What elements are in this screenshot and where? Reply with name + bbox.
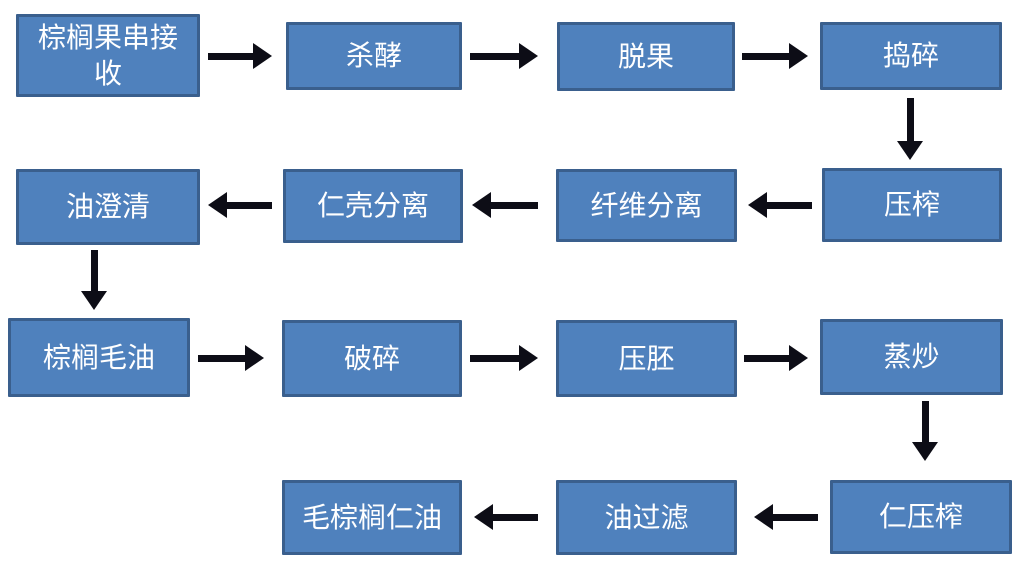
arrow-shaft [744,355,792,362]
flow-box-crude-palm-oil: 棕榈毛油 [8,318,190,397]
flow-box-oil-filtration: 油过滤 [556,480,737,555]
arrow-crude-palm-oil-to-cracking [198,345,264,371]
arrow-shaft [770,514,818,521]
arrow-head-icon [81,291,107,310]
arrow-head-icon [748,192,767,218]
arrow-sterilization-to-stripping [470,43,538,69]
arrow-head-icon [897,141,923,160]
arrow-head-icon [789,345,808,371]
flow-box-kernel-shell-separation: 仁壳分离 [283,169,463,243]
arrow-shaft [764,202,812,209]
arrow-head-icon [789,43,808,69]
arrow-shaft [490,514,538,521]
arrow-shaft [922,401,929,445]
flow-box-fruit-bunch-reception: 棕榈果串接收 [16,14,200,97]
arrow-head-icon [253,43,272,69]
arrow-shaft [224,202,272,209]
arrow-fiber-separation-to-kernel-shell-separation [472,192,538,218]
flow-box-crude-palm-kernel-oil: 毛棕榈仁油 [282,480,462,555]
arrow-flaking-to-conditioning [744,345,808,371]
arrow-pressing-to-fiber-separation [748,192,812,218]
flow-box-flaking: 压胚 [556,320,737,397]
arrow-shaft [742,53,792,60]
arrow-digestion-to-pressing [897,98,923,160]
flow-box-pressing: 压榨 [822,168,1002,242]
arrow-head-icon [754,504,773,530]
arrow-shaft [907,98,914,144]
flow-box-fruit-stripping: 脱果 [557,22,735,91]
arrow-reception-to-sterilization [208,43,272,69]
arrow-shaft [198,355,248,362]
arrow-cracking-to-flaking [470,345,538,371]
arrow-head-icon [519,345,538,371]
arrow-head-icon [472,192,491,218]
arrow-shaft [470,53,522,60]
arrow-head-icon [245,345,264,371]
flow-box-kernel-pressing: 仁压榨 [830,480,1012,554]
arrow-head-icon [519,43,538,69]
arrow-kernel-pressing-to-oil-filtration [754,504,818,530]
arrow-stripping-to-digestion [742,43,808,69]
arrow-shaft [208,53,256,60]
flow-box-fiber-separation: 纤维分离 [556,169,737,242]
arrow-kernel-shell-separation-to-oil-clarification [208,192,272,218]
arrow-oil-clarification-to-crude-palm-oil [81,250,107,310]
arrow-shaft [91,250,98,294]
arrow-shaft [470,355,522,362]
flow-box-conditioning: 蒸炒 [820,319,1003,395]
flow-box-oil-clarification: 油澄清 [16,169,200,245]
arrow-head-icon [208,192,227,218]
arrow-oil-filtration-to-crude-palm-kernel-oil [474,504,538,530]
arrow-head-icon [912,442,938,461]
flow-box-sterilization: 杀酵 [286,22,462,90]
flow-box-cracking: 破碎 [282,320,462,397]
flow-box-digestion: 捣碎 [820,22,1002,90]
arrow-shaft [488,202,538,209]
arrow-conditioning-to-kernel-pressing [912,401,938,461]
arrow-head-icon [474,504,493,530]
